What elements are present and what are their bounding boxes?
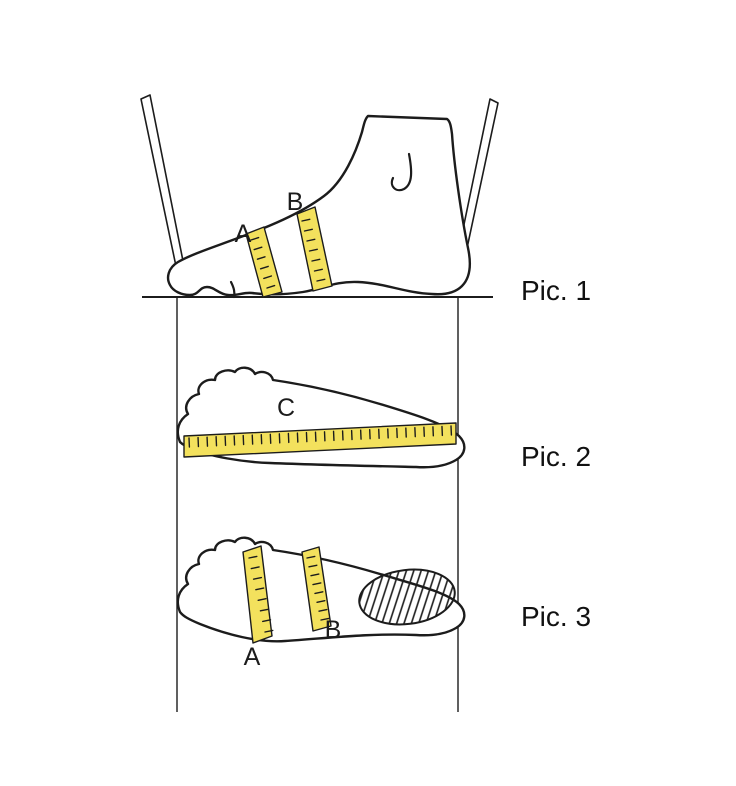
caption-pic1: Pic. 1 [521,275,591,306]
measure-band-a-pic3 [242,545,273,644]
measuring-stick-left [140,94,185,272]
label-b-pic3: B [325,616,342,644]
caption-pic3: Pic. 3 [521,601,591,632]
ankle-hook-mark [390,152,413,192]
pic2-top-view-length: C [176,366,466,469]
band-b-ticks-pic1 [301,218,326,282]
label-c-pic2: C [277,394,295,422]
measure-band-a-pic1 [245,226,283,298]
pic1-side-view: A B [140,94,499,299]
label-a-pic1: A [235,220,252,248]
label-b-pic1: B [287,188,304,216]
tape-c-ticks [188,425,453,448]
foot-side-outline [166,114,471,297]
band-b-ticks-pic3 [306,555,330,621]
band-a-ticks-pic3 [248,555,274,633]
label-a-pic3: A [244,643,261,671]
toe-detail-line [229,280,236,299]
heel-hatched-area [358,568,456,626]
band-a-ticks-pic1 [250,236,276,289]
measure-band-b-pic1 [296,206,333,292]
pic3-top-view-width: A B [176,536,466,671]
caption-pic2: Pic. 2 [521,441,591,472]
